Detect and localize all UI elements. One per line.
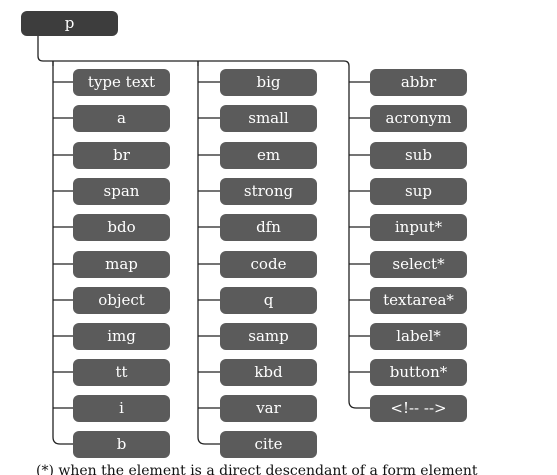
col0-trunk xyxy=(52,61,73,445)
node-q: q xyxy=(220,287,317,314)
col2-trunk xyxy=(348,66,370,409)
node-comment: <!-- --> xyxy=(370,395,467,422)
node-dfn: dfn xyxy=(220,214,317,241)
node-em: em xyxy=(220,142,317,169)
node-big: big xyxy=(220,69,317,96)
node-object: object xyxy=(73,287,170,314)
node-textarea: textarea* xyxy=(370,287,467,314)
node-span: span xyxy=(73,178,170,205)
node-samp: samp xyxy=(220,323,317,350)
node-sub: sub xyxy=(370,142,467,169)
node-i: i xyxy=(73,395,170,422)
node-strong: strong xyxy=(220,178,317,205)
root-connector xyxy=(37,36,350,67)
node-kbd: kbd xyxy=(220,359,317,386)
footnote: (*) when the element is a direct descend… xyxy=(36,463,478,475)
col1-trunk xyxy=(197,61,220,445)
node-abbr: abbr xyxy=(370,69,467,96)
root-node-p: p xyxy=(21,11,118,36)
node-b: b xyxy=(73,431,170,458)
node-map: map xyxy=(73,251,170,278)
node-bdo: bdo xyxy=(73,214,170,241)
node-cite: cite xyxy=(220,431,317,458)
node-button: button* xyxy=(370,359,467,386)
col1-branches xyxy=(198,81,220,409)
node-a: a xyxy=(73,105,170,132)
node-select: select* xyxy=(370,251,467,278)
node-var: var xyxy=(220,395,317,422)
col2-branches xyxy=(349,81,370,373)
node-img: img xyxy=(73,323,170,350)
node-input: input* xyxy=(370,214,467,241)
node-label: label* xyxy=(370,323,467,350)
node-sup: sup xyxy=(370,178,467,205)
node-acronym: acronym xyxy=(370,105,467,132)
node-code: code xyxy=(220,251,317,278)
node-br: br xyxy=(73,142,170,169)
node-type-text: type text xyxy=(73,69,170,96)
col0-branches xyxy=(53,81,73,409)
node-small: small xyxy=(220,105,317,132)
node-tt: tt xyxy=(73,359,170,386)
